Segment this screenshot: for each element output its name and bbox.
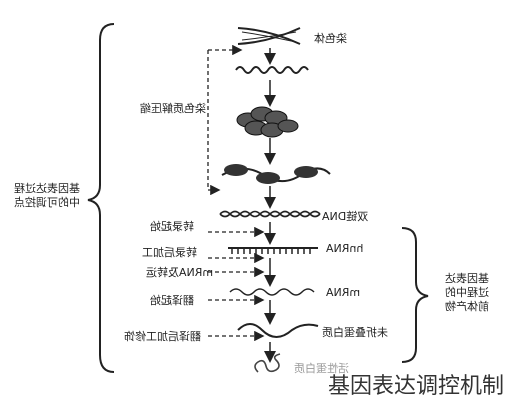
control-label-transcription-start: 转录起始 <box>150 220 194 233</box>
control-label-post-translational-modification: 翻译后加工修饰 <box>124 330 201 343</box>
control-label-mrna-transport: mRNA及转运 <box>146 266 214 279</box>
stage-label-chromosome: 染色体 <box>314 32 347 45</box>
nucleosome-cluster-icon <box>236 106 299 138</box>
regulation-dashed-arrows <box>207 44 265 342</box>
stage-label-chromatin-decondensation: 染色质解压缩 <box>140 102 206 115</box>
right-side-label-line-3: 前体产物 <box>445 300 489 313</box>
chromosome-icon <box>237 27 301 45</box>
stage-label-mrna: mRNA <box>326 286 361 299</box>
beads-on-string-icon <box>221 164 331 184</box>
left-side-label-line-2: 中的可调控点 <box>14 196 80 209</box>
unfolded-protein-icon <box>237 323 319 338</box>
hnrna-icon <box>228 247 318 254</box>
left-side-label-line-1: 基因表达过程 <box>14 182 80 195</box>
right-brace <box>401 227 429 363</box>
double-strand-dna-icon <box>219 210 321 218</box>
left-side-label: 基因表达过程 中的可调控点 <box>8 182 86 210</box>
right-side-label-line-2: 过程中的 <box>445 286 489 299</box>
left-brace <box>87 23 115 373</box>
chromatin-fiber-icon <box>235 66 309 74</box>
control-label-translation-start: 翻译起始 <box>150 294 194 307</box>
right-side-label: 基因表达 过程中的 前体产物 <box>432 272 502 314</box>
figure-caption: 基因表达调控机制 <box>327 374 504 399</box>
right-side-label-line-1: 基因表达 <box>445 272 489 285</box>
mrna-icon <box>229 288 315 296</box>
stage-label-hnrna: hnRNA <box>326 242 364 255</box>
stage-label-unfolded-protein: 未折叠蛋白质 <box>322 326 388 339</box>
stage-label-double-strand-dna: 双链DNA <box>322 210 369 223</box>
active-protein-icon <box>254 353 281 373</box>
control-label-post-transcriptional-processing: 转录后加工 <box>142 246 197 259</box>
